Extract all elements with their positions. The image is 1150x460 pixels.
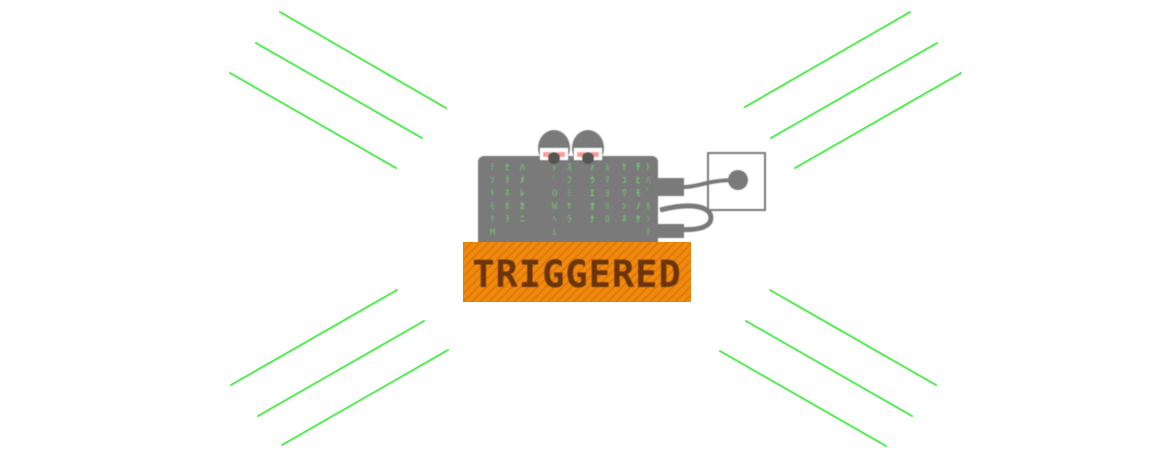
matrix-glyph: ﾕ: [622, 176, 627, 186]
banner-background: [463, 242, 691, 302]
matrix-glyph: ﾈ: [505, 188, 510, 199]
matrix-glyph: ﾘ: [605, 202, 610, 212]
matrix-column: ﾁﾋﾓﾉｹ: [636, 162, 641, 225]
matrix-glyph: ﾗ: [567, 214, 572, 225]
device-body: [478, 156, 658, 248]
figure-left: [538, 130, 570, 166]
matrix-glyph: ﾔ: [567, 202, 572, 212]
matrix-glyph: ﾄ: [646, 163, 651, 173]
matrix-glyph: ｶ: [520, 201, 525, 212]
matrix-glyph: ﾃ: [490, 162, 495, 173]
matrix-glyph: M: [490, 228, 496, 238]
matrix-column: ﾔﾕﾜﾝﾈ: [622, 163, 627, 225]
banner-text: TRIGGERED: [472, 253, 681, 296]
matrix-glyph: ﾆ: [520, 215, 525, 225]
matrix-column: ｱｳｴｵﾅ: [590, 163, 595, 225]
matrix-glyph: ﾞ: [646, 188, 651, 199]
matrix-glyph: ﾝ: [646, 215, 651, 225]
ray-group-bottom-right: [719, 289, 937, 447]
matrix-glyph: ﾎ: [505, 201, 510, 212]
shake-rays: [229, 11, 962, 447]
matrix-glyph: ﾊ: [520, 163, 525, 173]
matrix-glyph: ﾍ: [552, 215, 557, 225]
matrix-glyph: ﾝ: [622, 202, 627, 212]
matrix-glyph: ﾌ: [567, 176, 572, 186]
triggered-banner: TRIGGERED: [463, 242, 691, 302]
matrix-glyph: ﾑ: [552, 228, 557, 238]
matrix-column: ﾑﾏﾖﾘﾛ: [605, 163, 610, 225]
matrix-glyph: ｷ: [490, 189, 495, 199]
matrix-glyph: ｦ: [505, 215, 510, 225]
figure-right: [572, 130, 604, 166]
matrix-glyph: ﾂ: [490, 176, 495, 186]
matrix-glyph: ﾉ: [636, 202, 641, 212]
ray-group-top-right: [744, 11, 962, 169]
matrix-column: ｽﾌﾐﾔﾗ: [567, 163, 572, 225]
matrix-glyph: ｴ: [590, 189, 595, 199]
matrix-glyph: ｱ: [590, 163, 595, 173]
matrix-glyph: ﾊ: [646, 176, 651, 186]
matrix-glyph: ｽ: [567, 163, 572, 173]
matrix-glyph: ﾅ: [590, 214, 595, 225]
matrix-glyph: ﾏ: [605, 176, 610, 186]
matrix-glyph: ｾ: [505, 162, 510, 173]
matrix-glyph: ﾓ: [490, 202, 495, 212]
matrix-column: ｾｸﾈﾎｦ: [505, 162, 510, 225]
matrix-glyph: ﾔ: [622, 163, 627, 173]
matrix-glyph: ﾓ: [636, 189, 641, 199]
matrix-glyph: ﾐ: [567, 189, 572, 199]
hacker-figures-icon: [538, 130, 604, 166]
ray-group-top-left: [229, 11, 447, 169]
matrix-glyph: ﾚ: [520, 189, 525, 199]
matrix-glyph: ﾋ: [636, 175, 641, 186]
matrix-column: ﾊﾒﾚｶﾆ: [520, 163, 525, 225]
power-plug-icon: [658, 178, 684, 196]
matrix-glyph: ﾞ: [552, 175, 557, 186]
matrix-glyph: O: [552, 189, 557, 199]
matrix-glyph: ｸ: [646, 227, 651, 238]
matrix-glyph: ﾒ: [520, 176, 525, 186]
matrix-glyph: ﾎ: [646, 201, 651, 212]
matrix-glyph: ﾑ: [605, 163, 610, 173]
matrix-glyph: ﾀ: [552, 162, 557, 173]
matrix-glyph: ｻ: [490, 214, 495, 225]
matrix-glyph: ｳ: [590, 175, 595, 186]
matrix-glyph: ｵ: [590, 201, 595, 212]
wall-socket-icon: [707, 152, 766, 211]
matrix-glyph: ﾜ: [622, 189, 627, 199]
matrix-glyph: ｸ: [505, 175, 510, 186]
matrix-glyph: ｹ: [636, 214, 641, 225]
matrix-glyph: ﾈ: [622, 214, 627, 225]
matrix-glyph: W: [552, 202, 558, 212]
ray-group-bottom-left: [230, 289, 449, 446]
power-plug-lower: [658, 224, 684, 238]
matrix-glyph: ﾁ: [636, 162, 641, 173]
matrix-glyph: ﾛ: [605, 215, 610, 225]
matrix-column: ﾄﾊﾞﾎﾝｸ: [646, 163, 651, 238]
socket-hole: [728, 170, 748, 190]
matrix-glyph: ﾖ: [605, 189, 610, 199]
